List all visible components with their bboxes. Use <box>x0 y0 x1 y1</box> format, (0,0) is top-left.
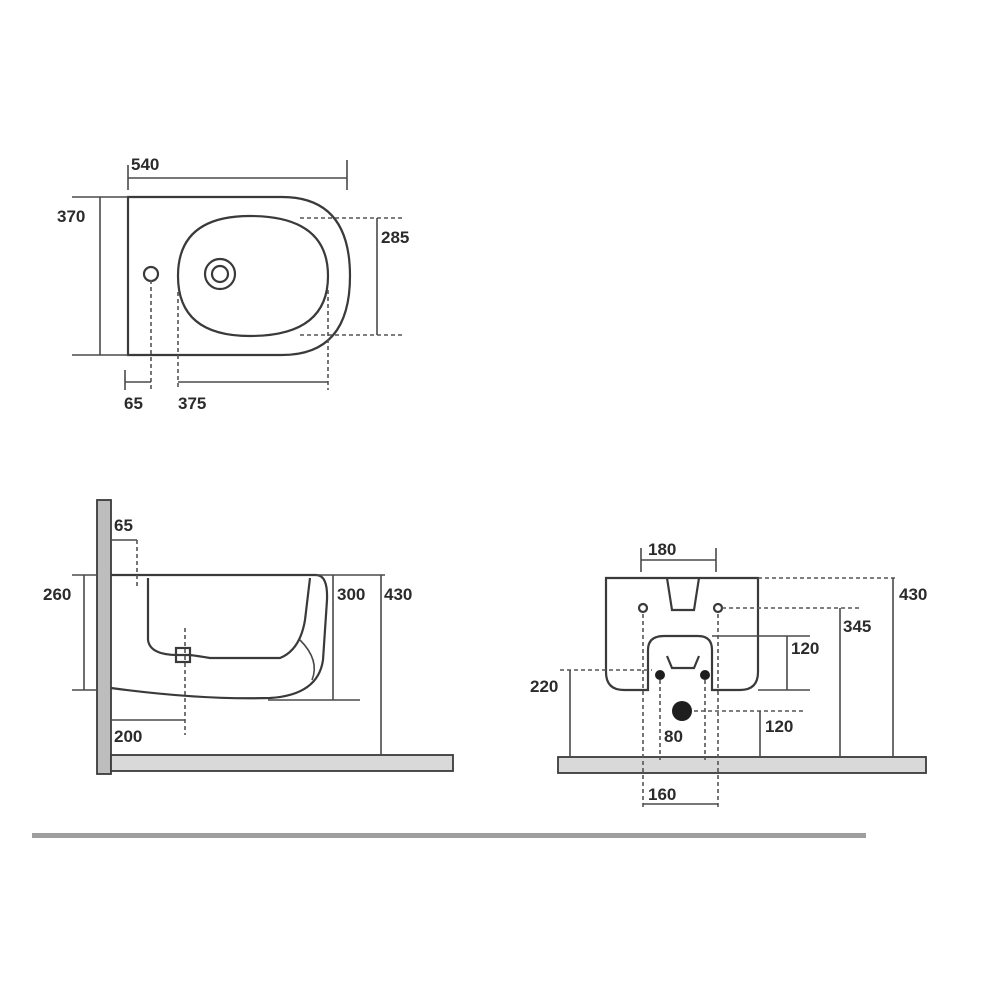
dim-side-rim-height: 300 <box>337 585 365 604</box>
top-view: 540 370 285 65 375 <box>57 155 409 413</box>
dim-top-width: 540 <box>131 155 159 174</box>
side-view: 65 260 300 430 200 <box>43 499 454 775</box>
rear-view: 180 430 345 120 220 120 80 160 <box>530 540 927 810</box>
dim-side-total-height: 430 <box>384 585 412 604</box>
top-view-drain-outer <box>203 257 237 291</box>
dim-side-top-offset: 65 <box>114 516 133 535</box>
rear-view-waste-outlet <box>672 701 692 721</box>
rear-view-bolt-left <box>655 670 665 680</box>
separator-line <box>32 833 866 838</box>
dim-rear-waste-height: 220 <box>530 677 558 696</box>
side-view-bowl <box>146 577 312 660</box>
dim-rear-fixing-height: 345 <box>843 617 871 636</box>
dim-rear-recess-width: 80 <box>664 727 683 746</box>
dim-top-bowl-length: 375 <box>178 394 206 413</box>
dim-top-tap-offset: 65 <box>124 394 143 413</box>
top-view-bowl <box>176 214 330 338</box>
side-view-body <box>110 573 329 700</box>
top-view-tap-hole <box>142 265 160 283</box>
top-view-body-outline <box>126 195 352 357</box>
dim-top-bowl-depth: 285 <box>381 228 409 247</box>
rear-view-bolt-right <box>700 670 710 680</box>
dim-side-drain-distance: 200 <box>114 727 142 746</box>
rear-view-top-notch <box>665 577 701 612</box>
rear-view-fixing-hole-right <box>712 602 724 614</box>
dim-top-depth: 370 <box>57 207 85 226</box>
rear-view-floor <box>557 756 927 774</box>
dim-rear-total-height: 430 <box>899 585 927 604</box>
top-view-drain-inner <box>210 264 230 284</box>
dim-rear-recess-height: 120 <box>791 639 819 658</box>
dim-rear-fixing-spacing: 180 <box>648 540 676 559</box>
dim-side-bowl-height: 260 <box>43 585 71 604</box>
side-view-wall <box>96 499 112 775</box>
dim-rear-waste-offset: 120 <box>765 717 793 736</box>
side-view-drain <box>174 646 192 664</box>
rear-view-body <box>604 576 760 692</box>
side-view-floor <box>110 754 454 772</box>
dim-rear-bolt-spacing: 160 <box>648 785 676 804</box>
rear-view-fixing-hole-left <box>637 602 649 614</box>
